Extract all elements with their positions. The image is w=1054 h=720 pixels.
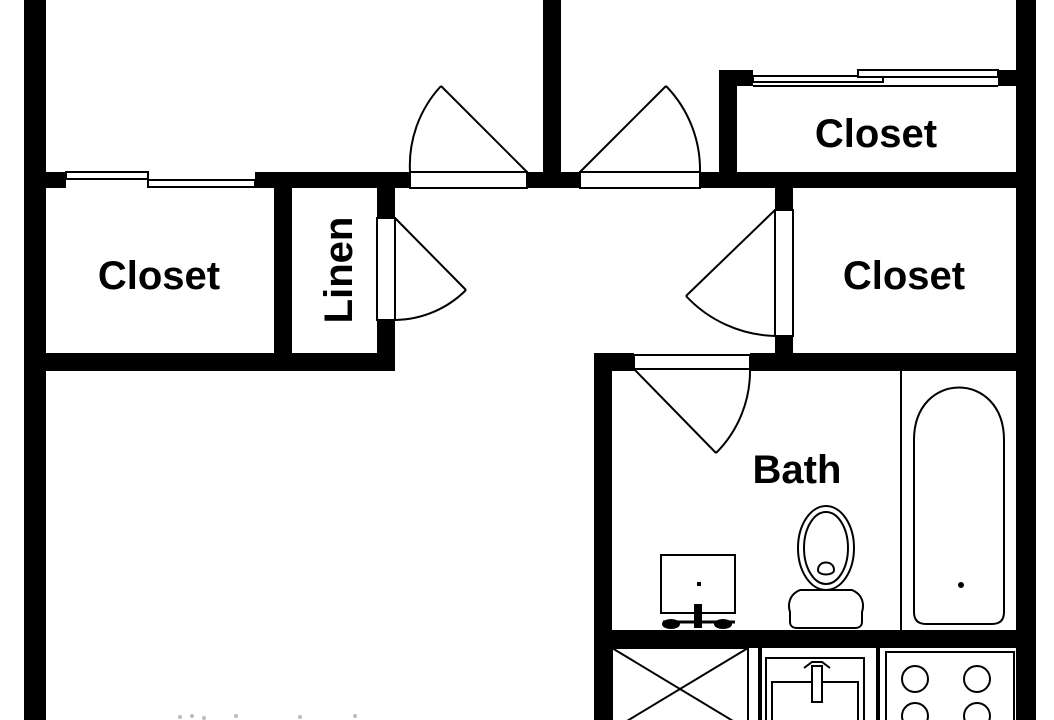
door-leaf-tl <box>440 85 528 173</box>
door-opening-tr <box>579 171 701 189</box>
door-leaf-bath <box>633 368 717 454</box>
cropped-label-marks <box>178 714 357 720</box>
wall-bath-left <box>594 353 612 720</box>
sliding-door-left-b <box>147 179 256 188</box>
bath-sink <box>660 554 736 629</box>
door-swing-closet-right <box>685 295 776 337</box>
bathtub <box>913 386 1005 625</box>
door-leaf-closet-right <box>685 209 776 297</box>
wall-top-divider <box>543 0 561 188</box>
wall-h-upper-d <box>700 172 1036 188</box>
wall-closet-tr-top-b <box>998 70 1036 86</box>
door-opening-tl <box>409 171 528 189</box>
sliding-door-left-a <box>65 171 149 180</box>
wall-bath-bottom <box>594 630 1036 648</box>
wall-linen-right <box>377 188 395 218</box>
wall-closet-left-right <box>274 188 292 371</box>
label-linen: Linen <box>317 217 361 324</box>
wall-closet-right-left-a <box>775 188 793 210</box>
stove <box>885 651 1015 720</box>
door-swing-tl <box>408 85 442 173</box>
toilet <box>788 505 864 629</box>
sliding-doors <box>65 69 999 188</box>
door-opening-bath <box>633 354 751 370</box>
refrigerator <box>611 647 749 720</box>
label-closet-left: Closet <box>98 254 220 298</box>
wall-h-lower-right-b <box>750 353 1036 371</box>
wall-h-upper-a <box>24 172 66 188</box>
sliding-door-tr-a <box>752 75 884 83</box>
hinged-doors <box>376 85 794 454</box>
wall-h-lower-left <box>24 353 395 371</box>
bath-fixtures <box>660 371 1005 630</box>
sliding-door-tr-b <box>857 69 999 78</box>
door-opening-closet-right <box>774 209 794 337</box>
label-closet-top-right: Closet <box>815 112 937 156</box>
door-swing-bath <box>715 368 752 454</box>
wall-h-upper-b <box>255 172 410 188</box>
door-leaf-linen <box>394 217 467 291</box>
kitchen-fixtures <box>611 647 1015 720</box>
door-swing-tr <box>665 85 702 173</box>
kitchen-sink <box>758 648 865 720</box>
wall-outer-right-mid <box>1016 188 1036 720</box>
kitchen-divider <box>876 648 880 720</box>
wall-outer-right-top <box>1016 0 1036 188</box>
label-bath: Bath <box>753 448 842 492</box>
wall-closet-tr-top-a <box>719 70 753 86</box>
wall-closet-tr-left <box>719 70 737 188</box>
label-closet-right: Closet <box>843 254 965 298</box>
wall-h-upper-c <box>527 172 580 188</box>
door-leaf-tr <box>579 85 667 173</box>
door-opening-linen <box>376 217 396 321</box>
walls <box>24 0 1036 720</box>
door-swing-linen <box>394 289 467 321</box>
